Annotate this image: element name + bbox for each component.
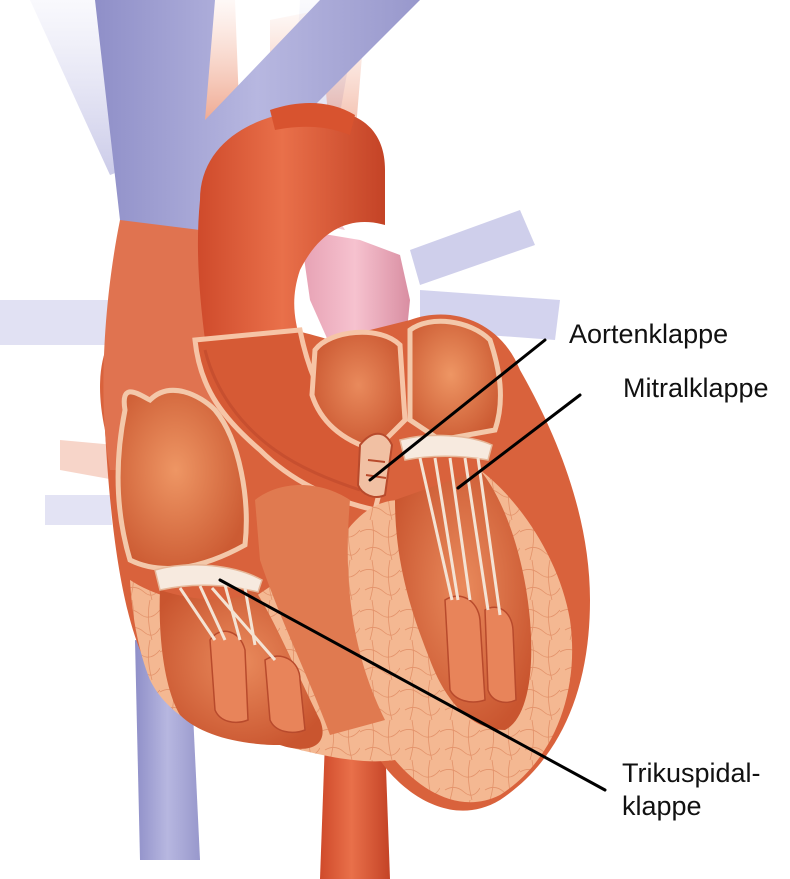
label-aortenklappe: Aortenklappe <box>569 318 728 351</box>
left-atrium-chamber <box>410 321 500 440</box>
label-trikuspidalklappe-line1: Trikuspidal- <box>622 757 761 790</box>
label-trikuspidalklappe: Trikuspidal- klappe <box>622 757 761 823</box>
label-trikuspidalklappe-line2: klappe <box>622 790 761 823</box>
label-mitralklappe: Mitralklappe <box>623 372 769 405</box>
